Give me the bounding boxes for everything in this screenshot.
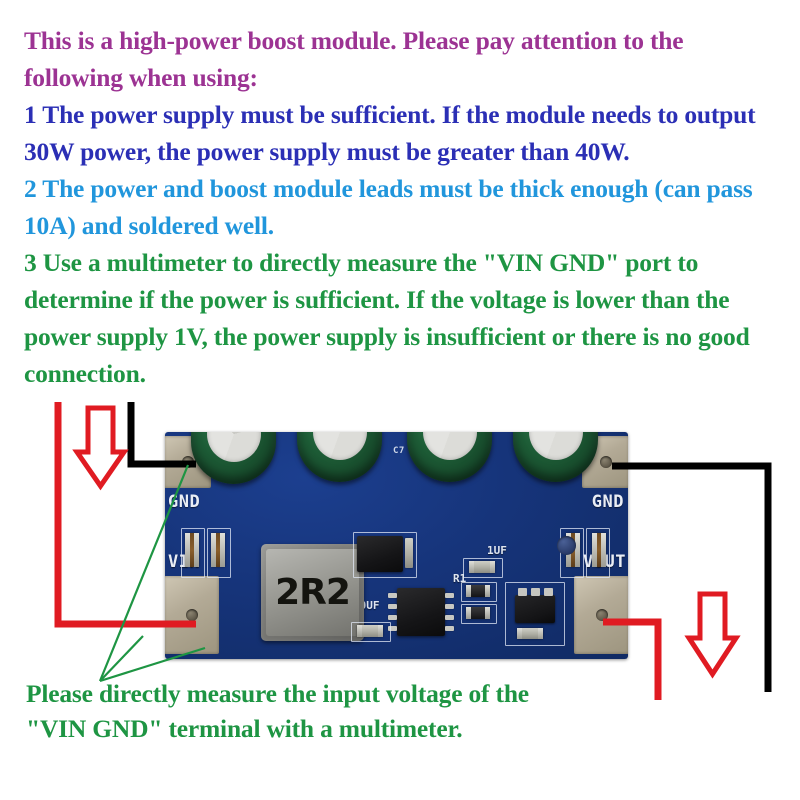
- electrolytic-capacitor-3: [407, 432, 492, 482]
- down-arrow-left-icon: [72, 405, 129, 491]
- output-transistor: [515, 588, 555, 623]
- power-mosfet: [357, 536, 403, 572]
- mosfet-outline: [353, 532, 417, 578]
- smd-part-vout-2: [592, 533, 606, 567]
- instructions-item-1: 1 The power supply must be sufficient. I…: [24, 100, 756, 166]
- smd-part-vin-2: [211, 533, 225, 567]
- silk-resistor-r1: R1: [453, 572, 467, 585]
- gnd-left-pad-hole: [181, 456, 194, 468]
- black-lead-gnd-right: [612, 462, 772, 692]
- resistor-r2-outline: [461, 604, 497, 624]
- vin-pad-hole: [185, 609, 198, 621]
- boost-converter-board: GND VIN GND VOUT C7 10UF 1UF R1 2R2: [165, 432, 628, 659]
- controller-ic-pins-left: [388, 593, 397, 631]
- cap-10uf-part: [357, 625, 383, 637]
- vout-pad: [574, 576, 628, 654]
- silk-gnd-left: GND: [168, 492, 201, 512]
- cap2-rim: [297, 432, 382, 482]
- cap3-rim: [407, 432, 492, 482]
- board-surface: GND VIN GND VOUT C7 10UF 1UF R1 2R2: [165, 432, 628, 659]
- down-arrow-right-icon: [684, 591, 741, 679]
- silk-cap-1uf: 1UF: [487, 544, 507, 557]
- output-smd-part: [517, 628, 543, 639]
- cap-1uf-part: [469, 561, 495, 573]
- output-transistor-outline: [505, 582, 565, 646]
- controller-ic: [388, 588, 454, 636]
- resistor-r2-part: [466, 607, 490, 619]
- instructions-intro: This is a high-power boost module. Pleas…: [24, 26, 684, 92]
- vout-pad-hole: [595, 609, 608, 621]
- instructions-block: This is a high-power boost module. Pleas…: [24, 22, 784, 392]
- gnd-right-pad-hole: [599, 456, 612, 468]
- measure-caption: Please directly measure the input voltag…: [26, 679, 529, 743]
- inductor-code-label: 2R2: [275, 572, 351, 613]
- silk-cap-ref-c7: C7: [393, 446, 405, 456]
- instructions-item-3: 3 Use a multimeter to directly measure t…: [24, 248, 750, 388]
- smd-outline-vin-2: [207, 528, 231, 578]
- inductor-2r2: 2R2: [261, 544, 364, 641]
- smd-outline-vout-2: [586, 528, 610, 578]
- cap-1uf-outline: [463, 558, 503, 578]
- mosfet-tab: [405, 538, 413, 568]
- smd-part-vin-1: [185, 533, 199, 567]
- controller-ic-pins-right: [445, 593, 454, 631]
- silk-gnd-right: GND: [591, 492, 624, 512]
- resistor-r1-outline: [461, 582, 497, 602]
- instructions-item-2: 2 The power and boost module leads must …: [24, 174, 753, 240]
- inductor-face: 2R2: [266, 549, 359, 636]
- vin-pad: [165, 576, 219, 654]
- test-via: [557, 536, 576, 555]
- cap-10uf-outline: [351, 622, 391, 642]
- resistor-r1-part: [466, 585, 490, 597]
- electrolytic-capacitor-2: [297, 432, 382, 482]
